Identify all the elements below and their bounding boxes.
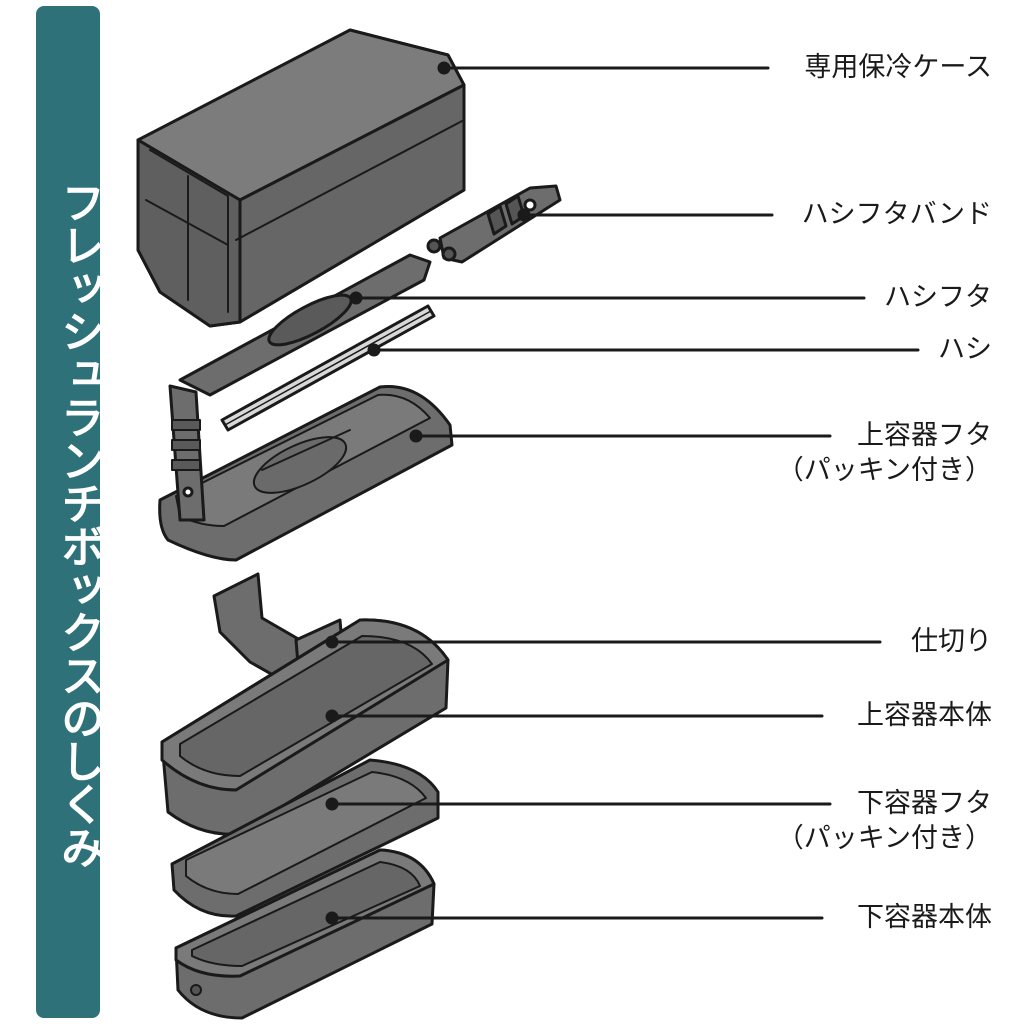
label-lower-lid-text: 下容器フタ — [777, 786, 992, 821]
label-divider-text: 仕切り — [911, 624, 992, 659]
label-case-text: 専用保冷ケース — [804, 50, 992, 85]
label-upper-lid-note: （パッキン付き） — [777, 453, 992, 488]
label-chopstick-lid-text: ハシフタ — [884, 280, 992, 315]
label-upper-lid-text: 上容器フタ — [777, 418, 992, 453]
label-upper-body: 上容器本体 — [857, 698, 992, 733]
label-lower-lid: 下容器フタ （パッキン付き） — [777, 786, 992, 856]
label-chopsticks-text: ハシ — [938, 332, 992, 367]
label-band: ハシフタバンド — [802, 197, 992, 232]
label-band-text: ハシフタバンド — [802, 197, 992, 232]
label-divider: 仕切り — [911, 624, 992, 659]
label-upper-lid: 上容器フタ （パッキン付き） — [777, 418, 992, 488]
label-lower-body: 下容器本体 — [857, 900, 992, 935]
label-lower-body-text: 下容器本体 — [857, 900, 992, 935]
label-chopsticks: ハシ — [938, 332, 992, 367]
label-case: 専用保冷ケース — [804, 50, 992, 85]
label-upper-body-text: 上容器本体 — [857, 698, 992, 733]
upper-lid-illustration — [160, 386, 452, 560]
label-chopstick-lid: ハシフタ — [884, 280, 992, 315]
label-lower-lid-note: （パッキン付き） — [777, 821, 992, 856]
